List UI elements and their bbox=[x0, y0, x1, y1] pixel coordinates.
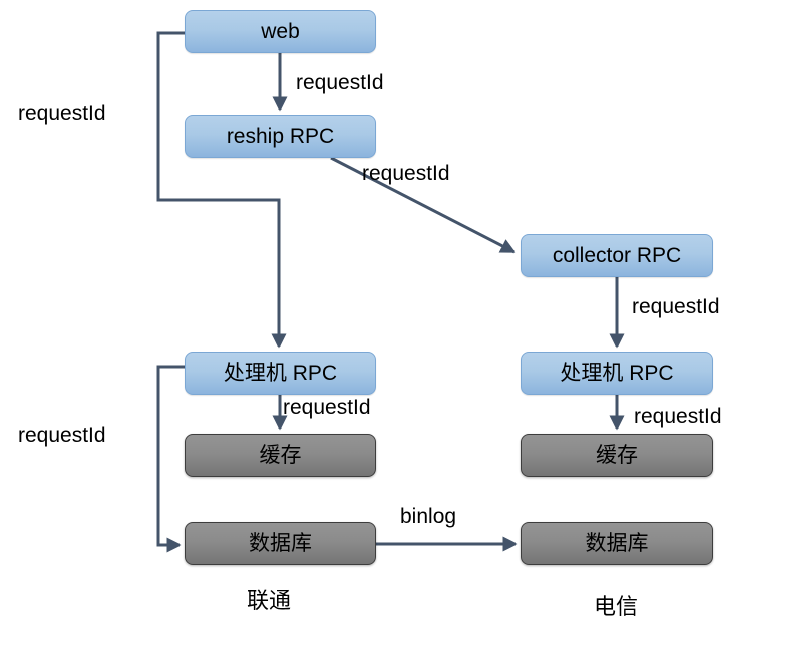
node-label: web bbox=[261, 20, 300, 43]
node-reship-rpc[interactable]: reship RPC bbox=[185, 115, 376, 158]
node-label: collector RPC bbox=[552, 244, 682, 267]
node-handler-rpc-left[interactable]: 处理机 RPC bbox=[185, 352, 376, 395]
edge-label-collector-to-handler-right: requestId bbox=[632, 295, 720, 318]
node-collector-rpc[interactable]: collector RPC bbox=[521, 234, 713, 277]
edge-label-handler-right-to-cache-right: requestId bbox=[634, 405, 722, 428]
connector-handler-left-to-database-left bbox=[156, 365, 185, 553]
node-label: 处理机 RPC bbox=[223, 362, 338, 385]
edge-label-web-to-handler-left: requestId bbox=[18, 102, 106, 125]
node-label: reship RPC bbox=[226, 125, 335, 148]
node-cache-left[interactable]: 缓存 bbox=[185, 434, 376, 477]
edge-label-web-to-reship: requestId bbox=[296, 71, 384, 94]
edge-label-handler-left-to-database-left: requestId bbox=[18, 424, 106, 447]
connector-web-to-handler-left bbox=[156, 31, 287, 349]
node-cache-right[interactable]: 缓存 bbox=[521, 434, 713, 477]
node-web[interactable]: web bbox=[185, 10, 376, 53]
node-label: 缓存 bbox=[596, 444, 638, 467]
node-database-right[interactable]: 数据库 bbox=[521, 522, 713, 565]
node-database-left[interactable]: 数据库 bbox=[185, 522, 376, 565]
node-label: 数据库 bbox=[585, 532, 649, 555]
edge-label-handler-left-to-cache-left: requestId bbox=[283, 396, 371, 419]
zone-label-telecom: 电信 bbox=[594, 594, 639, 619]
edge-label-binlog: binlog bbox=[400, 505, 457, 528]
node-label: 数据库 bbox=[249, 532, 312, 555]
node-label: 处理机 RPC bbox=[560, 362, 674, 385]
node-handler-rpc-right[interactable]: 处理机 RPC bbox=[521, 352, 713, 395]
zone-label-unicom: 联通 bbox=[247, 588, 292, 613]
edge-label-reship-to-collector: requestId bbox=[362, 162, 450, 185]
node-label: 缓存 bbox=[259, 444, 302, 467]
